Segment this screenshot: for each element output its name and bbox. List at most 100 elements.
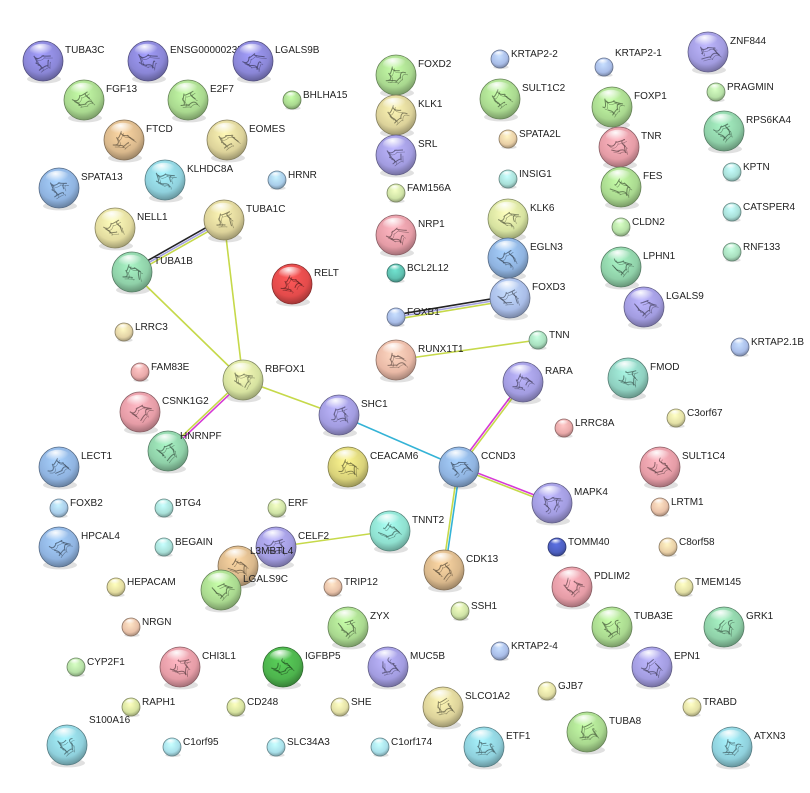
node-lphn1[interactable]: LPHN1 [600,246,676,290]
node-catsper4[interactable]: CATSPER4 [722,202,795,223]
node-krtap2-1[interactable]: KRTAP2-1 [594,48,662,78]
node-cldn2[interactable]: CLDN2 [611,217,665,238]
node-bhlha15[interactable]: BHLHA15 [282,90,348,111]
node-foxp1[interactable]: FOXP1 [591,86,667,130]
node-hepacam[interactable]: HEPACAM [106,577,176,598]
node-rps6ka4[interactable]: RPS6KA4 [703,110,791,154]
edge-runx1t1-tnn[interactable] [395,339,539,361]
node-tuba1c[interactable]: TUBA1C [203,199,285,243]
node-chi3l1[interactable]: CHI3L1 [159,646,236,690]
node-kptn[interactable]: KPTN [722,162,770,183]
node-tnnt2[interactable]: TNNT2 [369,510,445,554]
node-atxn3[interactable]: ATXN3 [711,726,786,770]
node-hrnr[interactable]: HRNR [267,170,317,191]
node-nell1[interactable]: NELL1 [94,207,168,251]
node-cyp2f1[interactable]: CYP2F1 [66,657,125,678]
node-tuba3c[interactable]: TUBA3C [22,40,104,84]
node-insig1[interactable]: INSIG1 [498,169,552,190]
node-csnk1g2[interactable]: CSNK1G2 [119,391,209,435]
node-ssh1[interactable]: SSH1 [450,601,498,622]
node-s100a16[interactable]: S100A16 [46,715,131,768]
node-relt[interactable]: RELT [271,263,339,307]
node-lgals9b[interactable]: LGALS9B [232,40,320,84]
node-krtap2-1b[interactable]: KRTAP2.1B [730,337,804,358]
node-fmod[interactable]: FMOD [607,357,679,401]
node-c1orf95[interactable]: C1orf95 [162,737,219,758]
node-lrrc8a[interactable]: LRRC8A [554,418,615,439]
node-ensg00000235187[interactable]: ENSG00000235187 [127,40,260,84]
node-klk1[interactable]: KLK1 [375,94,443,138]
node-c3orf67[interactable]: C3orf67 [666,408,723,429]
node-trip12[interactable]: TRIP12 [323,577,378,598]
node-rbfox1[interactable]: RBFOX1 [222,359,305,403]
node-lect1[interactable]: LECT1 [38,446,113,490]
node-sult1c4[interactable]: SULT1C4 [639,446,726,490]
node-c8orf58[interactable]: C8orf58 [658,537,715,558]
node-lrtm1[interactable]: LRTM1 [650,497,704,518]
node-pragmin[interactable]: PRAGMIN [706,82,774,103]
node-foxd2[interactable]: FOXD2 [375,54,452,98]
node-tuba8[interactable]: TUBA8 [566,711,642,755]
node-epn1[interactable]: EPN1 [631,646,701,690]
node-igfbp5[interactable]: IGFBP5 [262,646,341,690]
node-foxb2[interactable]: FOXB2 [49,498,103,519]
node-krtap2-2[interactable]: KRTAP2-2 [490,49,558,70]
node-ceacam6[interactable]: CEACAM6 [327,446,419,490]
node-spata2l[interactable]: SPATA2L [498,129,561,150]
node-tuba3e[interactable]: TUBA3E [591,606,673,650]
node-egln3[interactable]: EGLN3 [487,237,563,281]
node-lgals9[interactable]: LGALS9 [623,286,704,330]
edge-tuba1c-rbfox1[interactable] [223,219,244,381]
node-slc34a3[interactable]: SLC34A3 [266,737,330,758]
node-shc1[interactable]: SHC1 [318,394,388,438]
node-tmem145[interactable]: TMEM145 [674,577,742,598]
node-krtap2-4[interactable]: KRTAP2-4 [490,641,558,662]
node-sult1c2[interactable]: SULT1C2 [479,78,566,122]
node-foxb1[interactable]: FOXB1 [386,307,440,328]
node-mapk4[interactable]: MAPK4 [531,482,608,526]
node-nrp1[interactable]: NRP1 [375,214,445,258]
node-etf1[interactable]: ETF1 [463,726,531,770]
node-spata13[interactable]: SPATA13 [38,167,123,211]
node-hnrnpf[interactable]: HNRNPF [147,430,222,474]
node-celf2[interactable]: CELF2 [255,526,330,570]
node-btg4[interactable]: BTG4 [154,498,202,519]
node-cd248[interactable]: CD248 [226,697,279,718]
node-foxd3[interactable]: FOXD3 [489,277,566,321]
node-hpcal4[interactable]: HPCAL4 [38,526,120,570]
node-tnr[interactable]: TNR [598,126,662,170]
edge-shc1-ccnd3[interactable] [338,414,460,468]
node-rnf133[interactable]: RNF133 [722,242,781,263]
node-eomes[interactable]: EOMES [206,119,285,163]
node-tomm40[interactable]: TOMM40 [547,537,610,558]
node-begain[interactable]: BEGAIN [154,537,213,558]
node-fam83e[interactable]: FAM83E [130,362,190,383]
node-fes[interactable]: FES [600,166,663,210]
node-she[interactable]: SHE [330,697,372,718]
node-cdk13[interactable]: CDK13 [423,549,499,593]
node-bcl2l12[interactable]: BCL2L12 [386,263,449,284]
node-pdlim2[interactable]: PDLIM2 [551,566,631,610]
node-klk6[interactable]: KLK6 [487,198,555,242]
node-runx1t1[interactable]: RUNX1T1 [375,339,464,383]
node-slco1a2[interactable]: SLCO1A2 [422,686,510,730]
node-rara[interactable]: RARA [502,361,573,405]
node-ftcd[interactable]: FTCD [103,119,173,163]
node-tnn[interactable]: TNN [528,330,570,351]
node-c1orf174[interactable]: C1orf174 [370,737,433,758]
node-e2f7[interactable]: E2F7 [167,79,234,123]
node-znf844[interactable]: ZNF844 [687,31,767,75]
node-nrgn[interactable]: NRGN [121,617,171,638]
node-tuba1b[interactable]: TUBA1B [111,251,193,295]
node-fam156a[interactable]: FAM156A [386,183,451,204]
edge-tuba1b-rbfox1[interactable] [131,271,244,381]
node-klhdc8a[interactable]: KLHDC8A [144,159,233,203]
node-raph1[interactable]: RAPH1 [121,697,176,718]
node-trabd[interactable]: TRABD [682,697,737,718]
node-zyx[interactable]: ZYX [327,606,390,650]
node-fgf13[interactable]: FGF13 [63,79,138,123]
node-erf[interactable]: ERF [267,498,308,519]
node-muc5b[interactable]: MUC5B [367,646,445,690]
node-grk1[interactable]: GRK1 [703,606,774,650]
node-srl[interactable]: SRL [375,134,438,178]
